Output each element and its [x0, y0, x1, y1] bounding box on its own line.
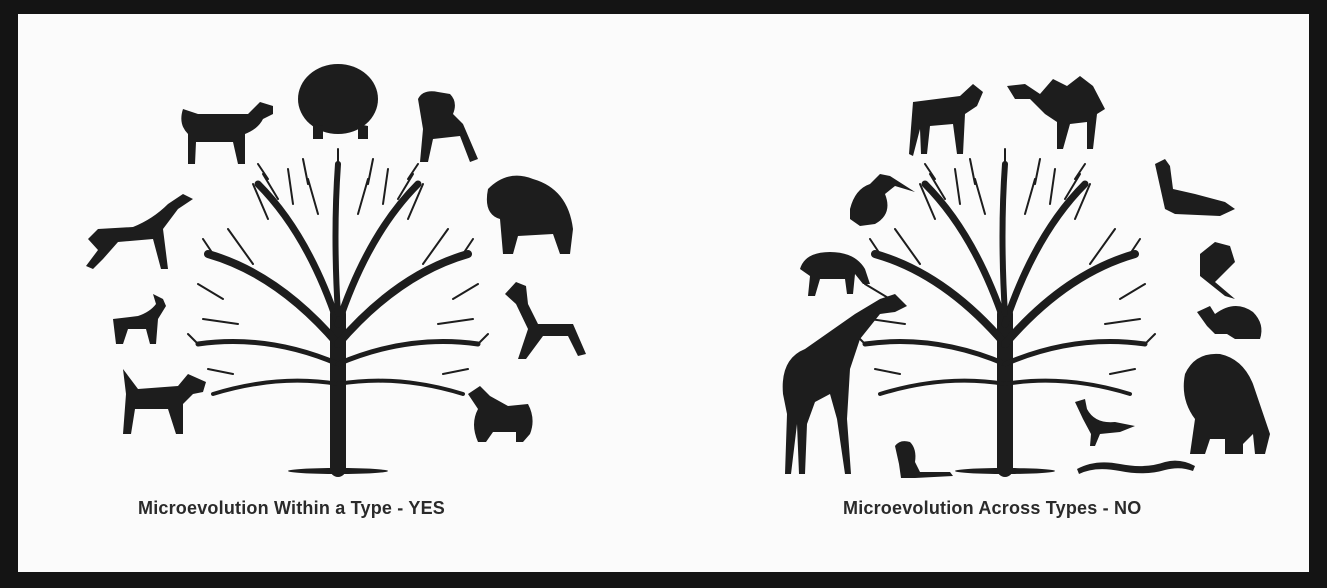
tapir-icon — [800, 252, 870, 296]
turkey-icon — [1075, 399, 1135, 446]
basset-hound-icon — [181, 102, 273, 164]
parrot-icon — [1200, 242, 1235, 299]
caption-within-type: Microevolution Within a Type - YES — [138, 498, 768, 519]
newfoundland-icon — [487, 176, 573, 254]
pug-icon — [418, 91, 478, 162]
llama-icon — [1155, 159, 1235, 216]
tree-icon — [188, 149, 488, 474]
caption-across-types: Microevolution Across Types - NO — [843, 498, 1327, 519]
great-dane-icon — [505, 282, 586, 359]
panel-across-types: Microevolution Across Types - NO — [695, 14, 1325, 570]
chihuahua-icon — [113, 294, 166, 344]
panel-within-type: Microevolution Within a Type - YES — [38, 14, 668, 570]
pelican-icon — [850, 174, 915, 226]
camel-icon — [1007, 76, 1105, 149]
pomeranian-icon — [298, 64, 378, 139]
tortoise-icon — [1197, 306, 1261, 339]
dog-illustration — [38, 14, 668, 494]
beagle-icon — [123, 369, 206, 434]
gorilla-icon — [1184, 354, 1270, 454]
monkey-icon — [895, 441, 953, 478]
papillon-icon — [468, 386, 533, 442]
zebra-icon — [909, 84, 983, 156]
animal-illustration — [695, 14, 1325, 494]
snake-icon — [1077, 461, 1195, 474]
greyhound-icon — [86, 194, 193, 269]
